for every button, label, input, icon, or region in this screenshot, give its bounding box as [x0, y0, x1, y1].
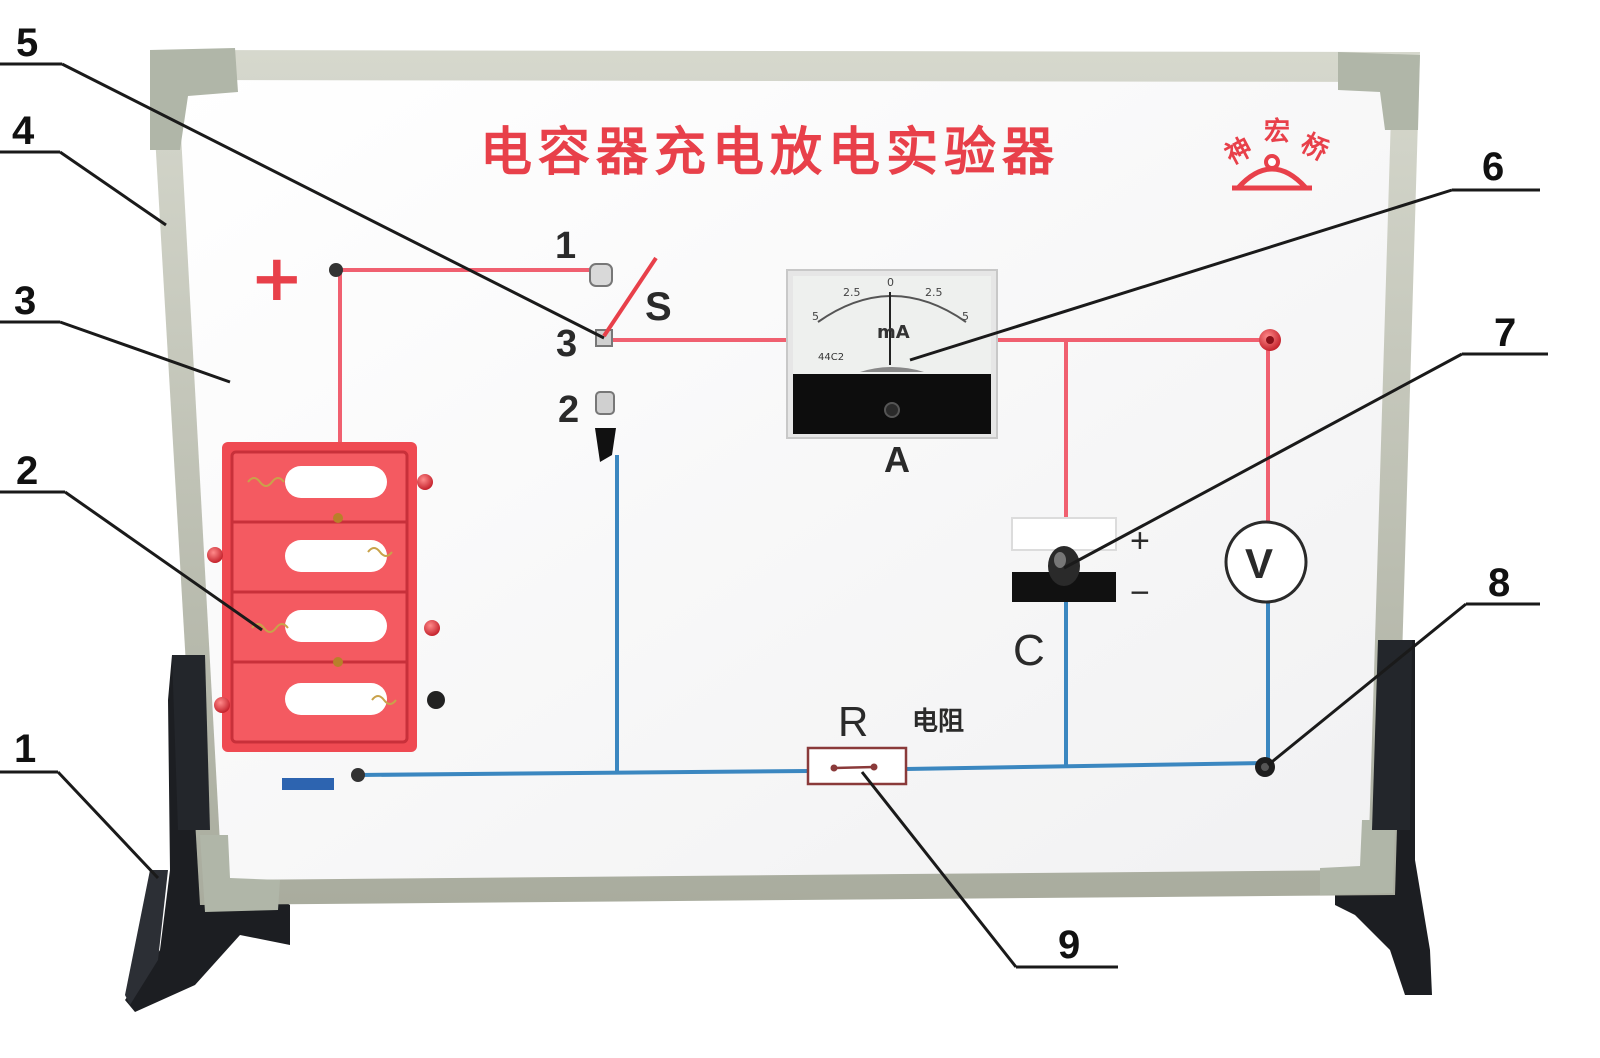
- resistor-symbol: R: [838, 698, 868, 745]
- ammeter-unit: mA: [877, 322, 910, 343]
- battery-terminal-2[interactable]: [207, 547, 223, 563]
- stand-left-front: [172, 655, 210, 830]
- callout-7: 7: [1494, 311, 1516, 355]
- scale-mark-5: 5: [962, 310, 969, 323]
- brand-char-2: 宏: [1264, 116, 1290, 147]
- callout-8: 8: [1488, 561, 1510, 605]
- ammeter-scale-arc: [817, 295, 967, 323]
- stand-right-front: [1372, 640, 1412, 830]
- callout-5: 5: [16, 21, 38, 65]
- battery-terminal-1[interactable]: [417, 474, 433, 490]
- battery-terminal-3[interactable]: [424, 620, 440, 636]
- callout-3: 3: [14, 279, 36, 323]
- battery-box[interactable]: [207, 442, 445, 752]
- switch-lever[interactable]: [602, 256, 658, 338]
- battery-terminal-black[interactable]: [427, 691, 445, 709]
- terminal-knob-top[interactable]: [1259, 329, 1281, 351]
- capacitor-component[interactable]: [1048, 546, 1080, 586]
- switch-terminal-2: [595, 428, 616, 462]
- battery-terminal-4[interactable]: [214, 697, 230, 713]
- callout-4: 4: [12, 109, 35, 153]
- switch-contact-2[interactable]: [595, 391, 615, 415]
- callout-9: 9: [1058, 923, 1080, 967]
- switch-contact-1[interactable]: [589, 263, 613, 287]
- callout-6: 6: [1482, 145, 1504, 189]
- switch-pos-2-label: 2: [558, 389, 579, 431]
- switch-name-label: S: [645, 285, 672, 329]
- callout-1: 1: [14, 727, 36, 771]
- ammeter-label: A: [884, 439, 910, 480]
- capacitor-minus: −: [1130, 574, 1150, 612]
- switch-pos-3-label: 3: [556, 323, 577, 365]
- resistor-name: 电阻: [912, 707, 964, 737]
- voltmeter-symbol: V: [1245, 540, 1273, 587]
- scale-mark-4: 2.5: [925, 286, 943, 299]
- board-frame: [150, 48, 1420, 912]
- voltmeter: V: [1224, 520, 1308, 604]
- scale-mark-2: 2.5: [843, 286, 861, 299]
- capacitor-label: C: [1013, 626, 1045, 675]
- red-wires: [338, 268, 1270, 522]
- scale-mark-1: 5: [812, 310, 819, 323]
- blue-wires: [359, 455, 1270, 777]
- scale-mark-3: 0: [887, 276, 894, 289]
- ammeter: 5 2.5 0 2.5 5 mA 44C2 A: [786, 269, 998, 480]
- capacitor[interactable]: + − C: [1011, 517, 1150, 675]
- callouts: [0, 62, 1548, 969]
- switch-s[interactable]: 1 3 2 S: [555, 225, 672, 462]
- ammeter-model: 44C2: [818, 352, 844, 363]
- resistor[interactable]: R 电阻: [806, 698, 964, 786]
- zero-adjust-screw[interactable]: [884, 402, 900, 418]
- board-title: 电容器充电放电实验器: [480, 123, 1060, 183]
- minus-bar: [282, 778, 334, 790]
- positive-terminal[interactable]: +: [250, 242, 343, 316]
- callout-2: 2: [16, 449, 38, 493]
- switch-pos-1-label: 1: [555, 225, 576, 267]
- negative-terminal[interactable]: [282, 768, 365, 790]
- callout-labels: 5 4 3 2 1 6 7 8 9: [12, 21, 1516, 967]
- plus-sign: +: [250, 242, 304, 316]
